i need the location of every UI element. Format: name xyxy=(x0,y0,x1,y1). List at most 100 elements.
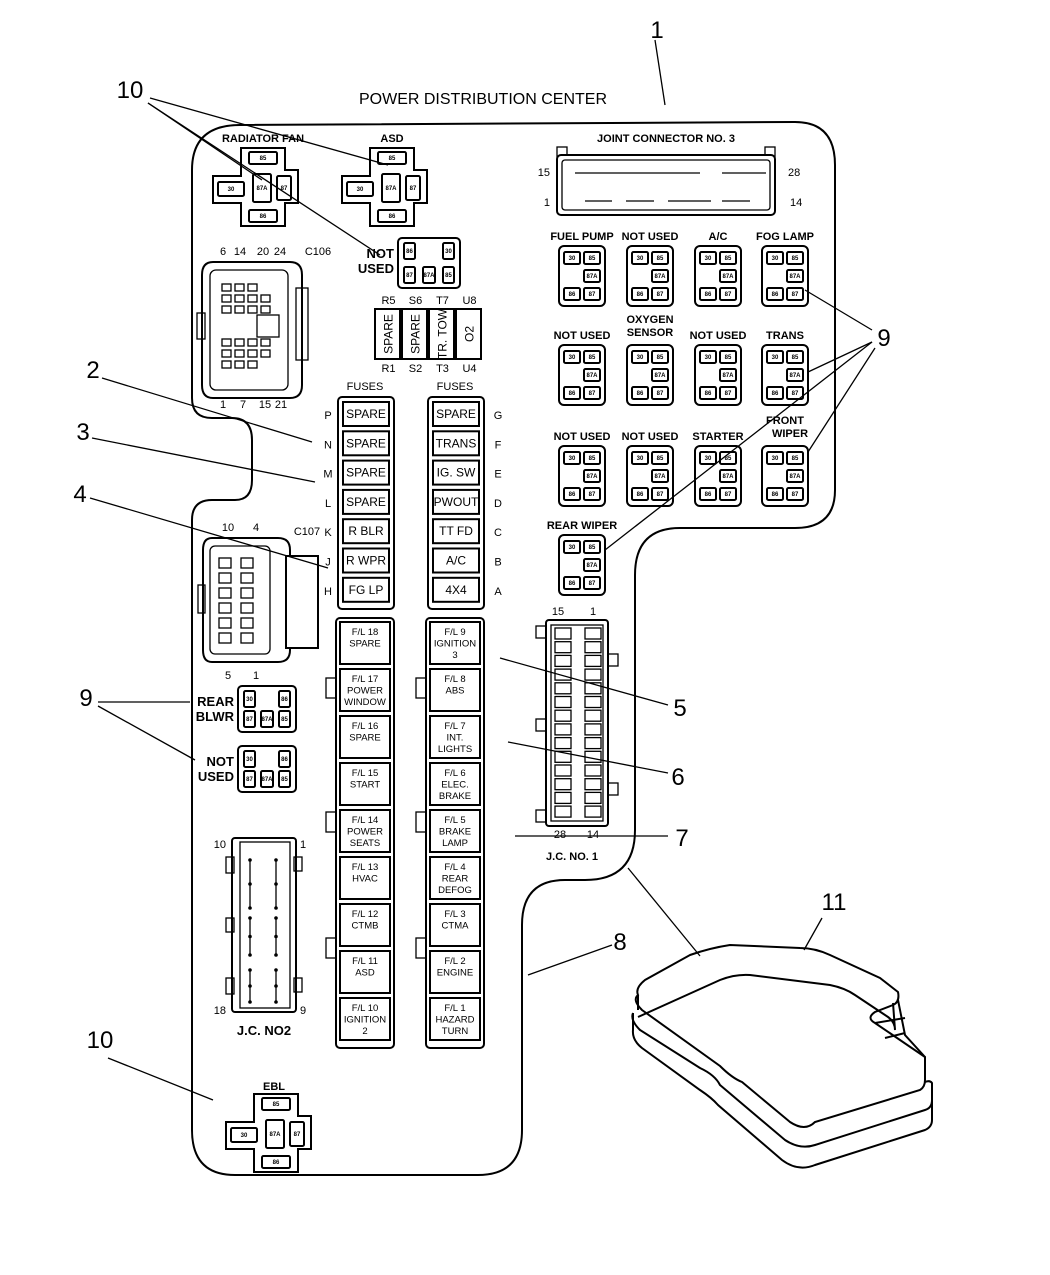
micro-relay-pin-86 xyxy=(766,487,784,501)
jc2-dot xyxy=(274,968,278,972)
fusible-link-label: HVAC xyxy=(352,874,378,885)
micro-relay-pin-86-label: 86 xyxy=(637,292,644,298)
small-relay-pin xyxy=(278,750,291,768)
micro-relay-pin-85 xyxy=(583,451,601,465)
c106-pin xyxy=(221,305,232,314)
fuse-label: SPARE xyxy=(346,407,386,421)
cartridge-fuse-label: SPARE xyxy=(409,314,423,354)
fuse-label: SPARE xyxy=(436,407,476,421)
jc1-cavity xyxy=(584,778,602,791)
jc1-cavity xyxy=(584,682,602,695)
jc1-cavity xyxy=(584,736,602,750)
jc2-dot xyxy=(248,1000,252,1004)
c107-pin xyxy=(240,617,254,629)
cartridge-fuse-pos-bottom: S2 xyxy=(409,363,422,375)
small-relay-pin-label: 87A xyxy=(261,717,273,723)
fusible-link-label: IGNITION xyxy=(434,639,476,650)
relay-pin-30-label: 30 xyxy=(241,1133,248,1139)
micro-relay-pin-85-label: 85 xyxy=(589,545,596,551)
callout-numbers: 1 2 3 4 5 6 7 8 9 9 10 10 11 xyxy=(73,17,890,1054)
micro-relay-pin-30 xyxy=(699,451,717,465)
micro-relay-pin-86-label: 86 xyxy=(637,492,644,498)
fuse-label: PWOUT xyxy=(434,495,479,509)
micro-relay-label: FRONT xyxy=(766,415,804,427)
jc2-dot xyxy=(274,858,278,862)
c107-top-pin-1: 4 xyxy=(253,522,259,534)
fuse-position: G xyxy=(494,410,503,422)
c106-pin xyxy=(234,305,245,314)
relay-pin-30 xyxy=(217,181,245,197)
c106-pin xyxy=(221,283,232,292)
fuse-block-header: FUSES xyxy=(347,381,384,393)
micro-relay-label: NOT USED xyxy=(622,231,679,243)
small-relay-pin-label: 30 xyxy=(445,249,452,255)
fuse-position: J xyxy=(325,557,331,569)
micro-relay-pin-30 xyxy=(631,350,649,364)
fuse-position: A xyxy=(494,586,502,598)
small-relay-pin xyxy=(278,690,291,708)
relay-pin-30 xyxy=(230,1127,258,1143)
relay-pin-87-label: 87 xyxy=(281,186,288,192)
fuse-position: P xyxy=(324,410,331,422)
fuse-position: N xyxy=(324,439,332,451)
small-relay-pin xyxy=(243,770,256,788)
jc2-pin-9: 9 xyxy=(300,1005,306,1017)
callout-7: 7 xyxy=(675,825,688,852)
c106-pin xyxy=(221,338,232,347)
jc2-dot xyxy=(248,953,252,957)
fusible-link xyxy=(429,762,481,806)
relay-pin-87a-label: 87A xyxy=(269,1132,281,1138)
c106-top-pin-1: 14 xyxy=(234,246,246,258)
fuse-a xyxy=(432,576,480,603)
fusible-link-tab xyxy=(325,811,337,833)
micro-relay-pin-87a xyxy=(583,269,601,283)
jc2-dot xyxy=(248,906,252,910)
small-relay-pin-label: 87A xyxy=(261,777,273,783)
relay-body xyxy=(225,1093,312,1173)
cartridge-fuse xyxy=(428,308,455,360)
micro-relay-pin-86 xyxy=(631,487,649,501)
relay-pin-87a-label: 87A xyxy=(256,186,268,192)
fuse-b xyxy=(432,547,480,574)
jc1-cavity xyxy=(554,736,572,750)
micro-relay-pin-87-label: 87 xyxy=(725,292,732,298)
c106-pin xyxy=(247,338,258,347)
micro-relay-pin-87-label: 87 xyxy=(589,492,596,498)
small-relay-pin xyxy=(442,266,455,284)
c106-bottom-pin-1: 7 xyxy=(240,399,246,411)
micro-relay-pin-87a xyxy=(719,269,737,283)
cartridge-fuse xyxy=(401,308,428,360)
fusible-link-label: F/L 16 xyxy=(352,721,379,732)
fusible-link-label: F/L 5 xyxy=(444,815,465,826)
cartridge-fuse-pos-top: T7 xyxy=(436,295,449,307)
fusible-link-label: F/L 4 xyxy=(444,862,465,873)
c106-pin xyxy=(260,338,271,347)
fusible-link-label: LIGHTS xyxy=(438,744,472,755)
fusible-link xyxy=(429,668,481,712)
micro-relay-pin-85 xyxy=(786,451,804,465)
micro-relay-pin-87a xyxy=(786,368,804,382)
c106-pin xyxy=(221,294,232,303)
callout-1: 1 xyxy=(650,17,663,44)
fuse-label: SPARE xyxy=(346,466,386,480)
jc1-cavity xyxy=(584,709,602,722)
small-relay-pin-label: 85 xyxy=(445,273,452,279)
relay-pin-87a xyxy=(265,1119,285,1149)
micro-relay-pin-87-label: 87 xyxy=(657,391,664,397)
micro-relay-pin-85-label: 85 xyxy=(792,256,799,262)
micro-relay-pin-87 xyxy=(719,487,737,501)
small-relay-pin xyxy=(260,770,274,788)
micro-relay-pin-85 xyxy=(719,350,737,364)
small-relay-pin xyxy=(260,710,274,728)
micro-relay-pin-86 xyxy=(766,386,784,400)
micro-relay-pin-87a-label: 87A xyxy=(789,274,801,280)
jc1-cavity xyxy=(554,723,572,736)
callout-8: 8 xyxy=(613,929,626,956)
small-relay-pin xyxy=(243,690,256,708)
fusible-link-label: F/L 14 xyxy=(352,815,379,826)
micro-relay-pin-85 xyxy=(651,350,669,364)
